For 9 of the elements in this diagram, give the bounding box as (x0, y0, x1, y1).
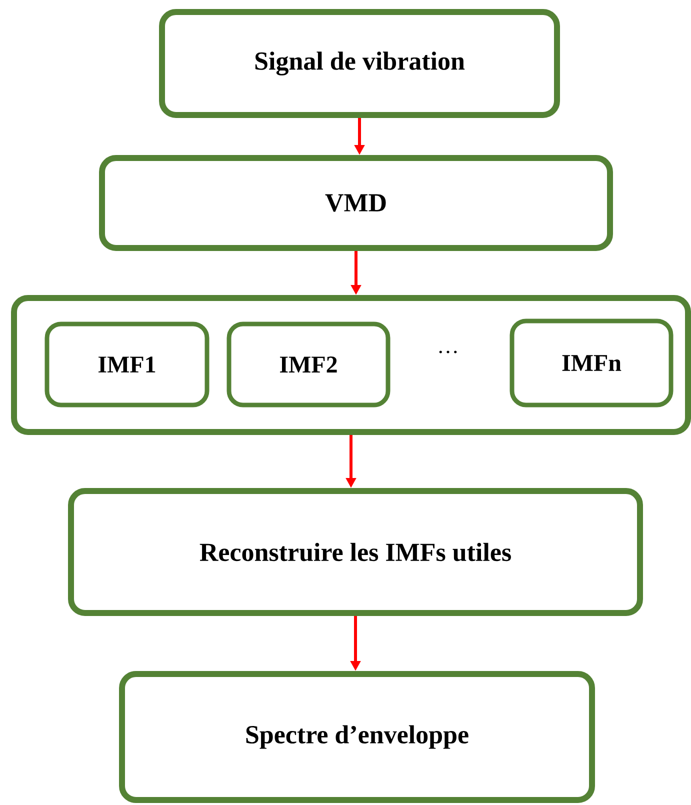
process-box: IMF1 (44, 322, 210, 408)
process-box: IMF2 (226, 322, 390, 408)
process-box: Spectre d’enveloppe (119, 671, 595, 803)
process-box: Signal de vibration (159, 9, 560, 118)
process-box: IMFn (510, 318, 674, 408)
ellipsis: … (439, 350, 457, 354)
process-box: VMD (99, 155, 613, 251)
group-box (11, 295, 691, 435)
process-box: Reconstruire les IMFs utiles (68, 488, 643, 616)
